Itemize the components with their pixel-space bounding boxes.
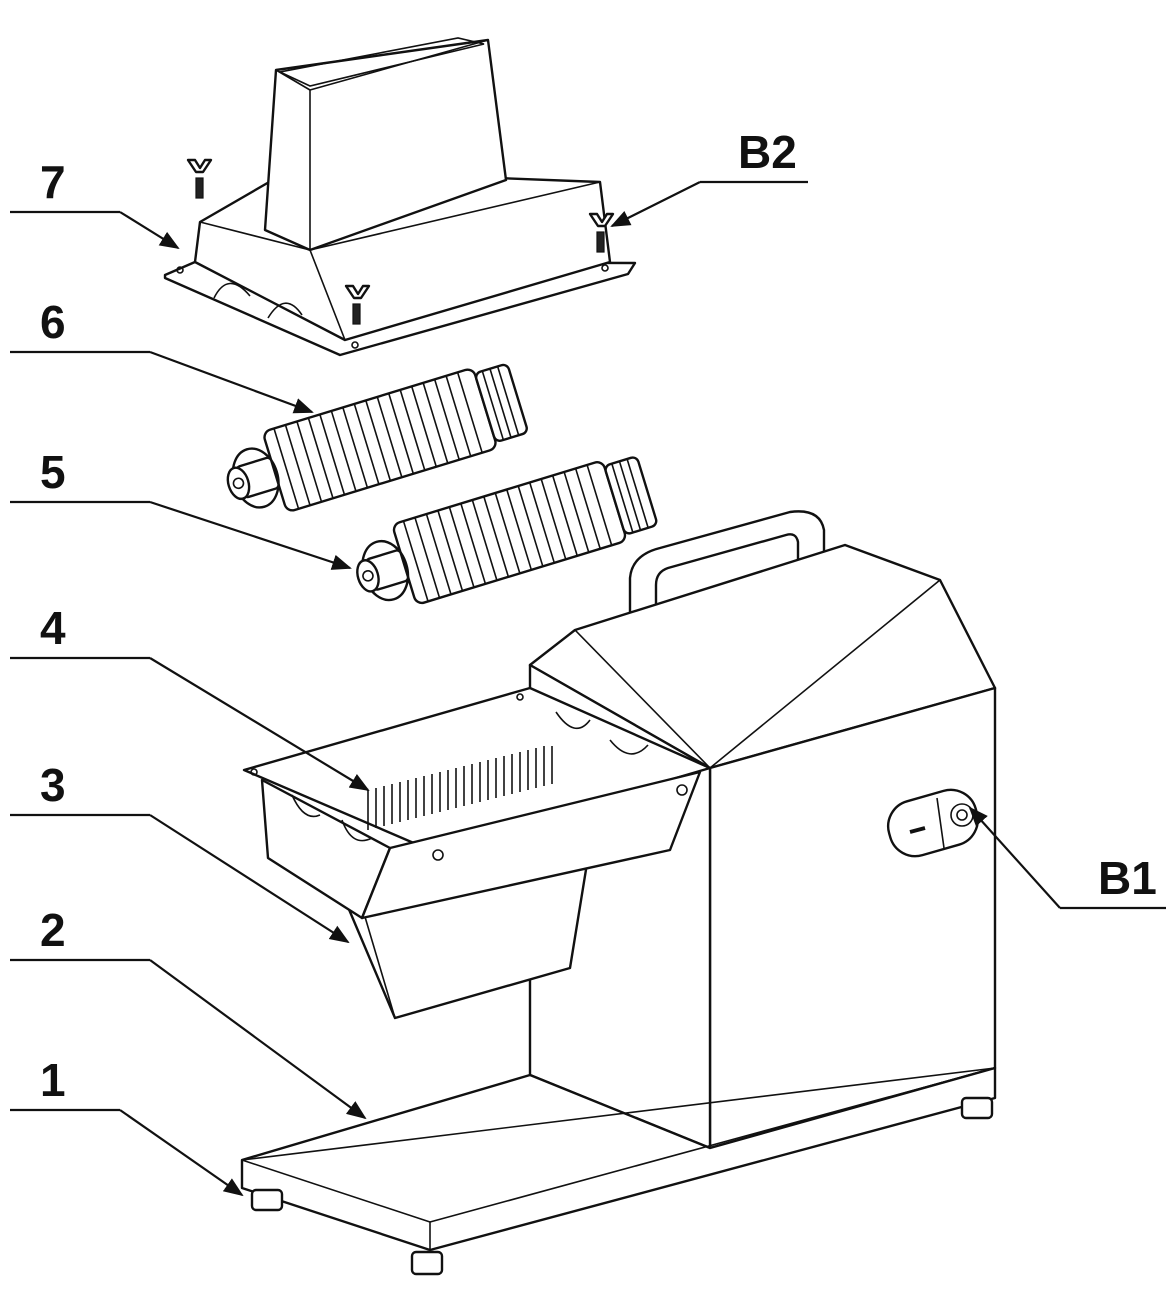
- label-part-1: 1: [40, 1054, 66, 1106]
- label-part-5: 5: [40, 446, 66, 498]
- label-b1: B1: [1098, 852, 1157, 904]
- upper-cutting-roller: [226, 363, 528, 512]
- comb-teeth: [367, 746, 553, 830]
- callout-b2: B2: [610, 126, 808, 227]
- wing-screw-b2: [588, 212, 615, 253]
- base-plate: [240, 1066, 997, 1276]
- label-part-3: 3: [40, 759, 66, 811]
- lower-cutting-roller: [356, 456, 658, 605]
- hopper-cover: [163, 37, 637, 357]
- power-switch: [886, 788, 980, 858]
- callout-4: 4: [10, 602, 370, 792]
- label-part-6: 6: [40, 296, 66, 348]
- wing-screw: [344, 284, 371, 325]
- callout-b1: B1: [968, 806, 1166, 910]
- comb-tray: [242, 686, 712, 920]
- callout-7: 7: [10, 156, 180, 250]
- callout-1: 1: [10, 1054, 244, 1197]
- label-part-4: 4: [40, 602, 66, 654]
- callout-6: 6: [10, 296, 314, 414]
- label-part-2: 2: [40, 904, 66, 956]
- callout-3: 3: [10, 759, 350, 944]
- label-b2: B2: [738, 126, 797, 178]
- callout-5: 5: [10, 446, 352, 570]
- label-part-7: 7: [40, 156, 66, 208]
- callout-2: 2: [10, 904, 367, 1120]
- wing-screw: [186, 158, 213, 199]
